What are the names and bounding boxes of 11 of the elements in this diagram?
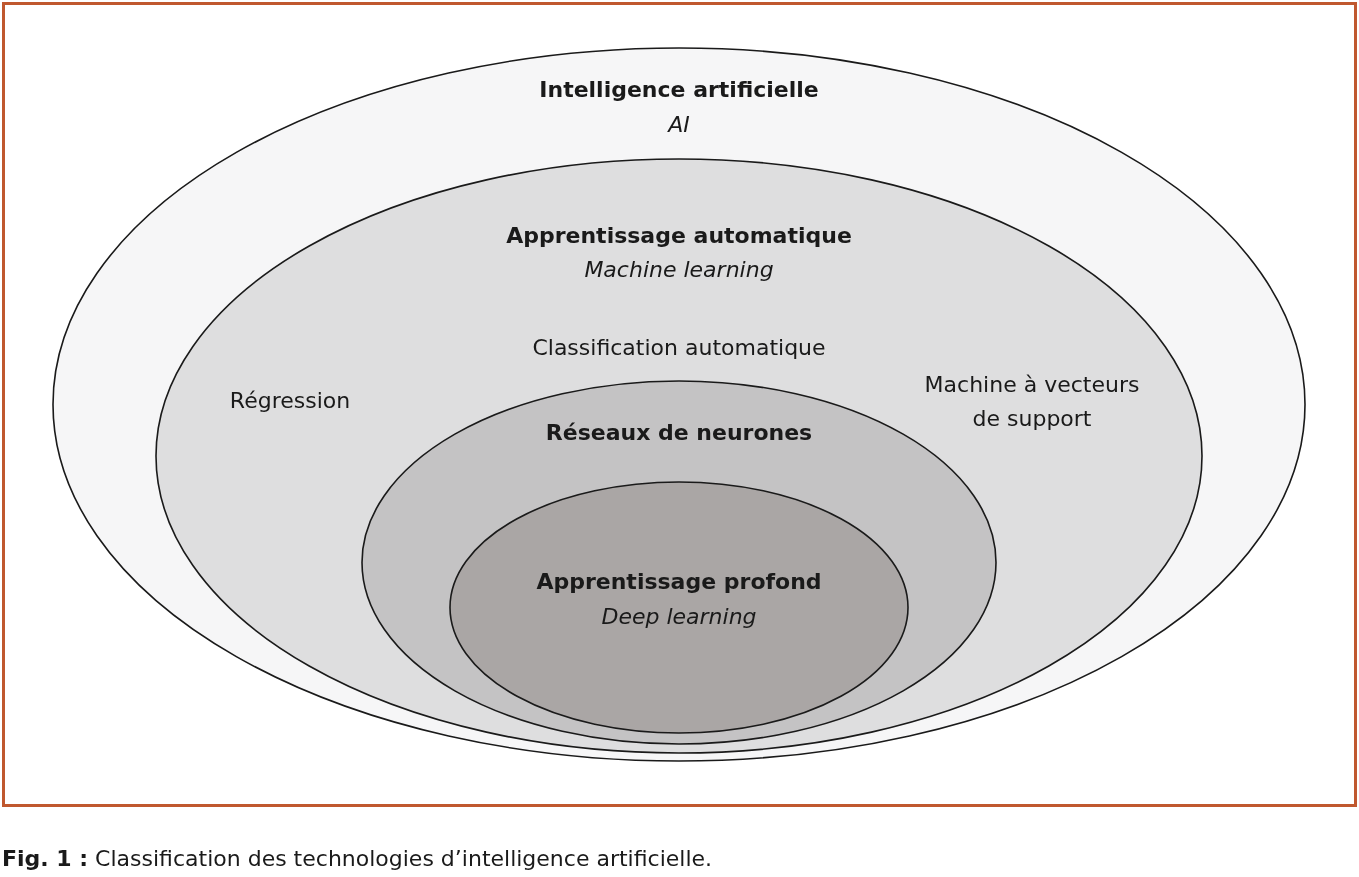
set-heading: Réseaux de neurones bbox=[545, 420, 813, 445]
item-label: Machine à vecteurs de support bbox=[923, 371, 1141, 433]
set-heading: Apprentissage automatique bbox=[506, 223, 852, 248]
set-subtitle: Deep learning bbox=[601, 604, 757, 629]
figure-caption: Fig. 1 : Classification des technologies d’intelligence artificielle. bbox=[2, 846, 713, 871]
item-label: Régression bbox=[228, 387, 352, 415]
item-label: Classification automatique bbox=[531, 334, 827, 362]
set-heading: Intelligence artificielle bbox=[539, 77, 819, 102]
set-subtitle: AI bbox=[668, 112, 690, 137]
set-heading: Apprentissage profond bbox=[536, 569, 822, 594]
set-subtitle: Machine learning bbox=[584, 257, 774, 282]
